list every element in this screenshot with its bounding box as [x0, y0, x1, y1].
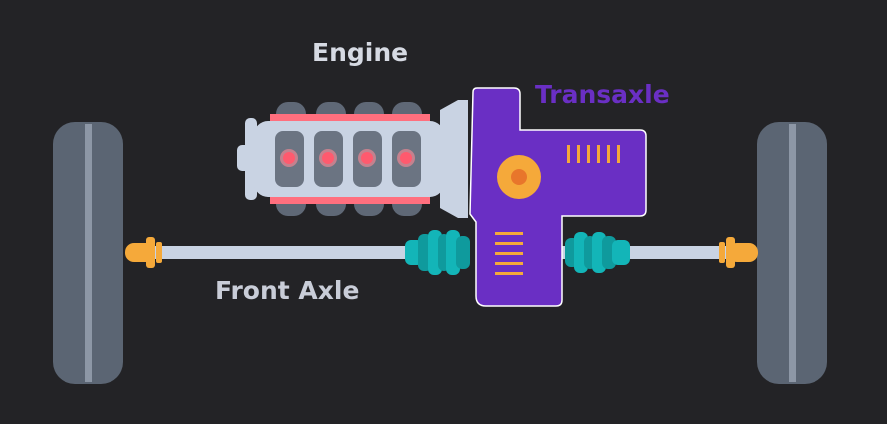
- transaxle-icon: [469, 87, 647, 307]
- right-wheel-icon: [757, 122, 827, 384]
- front-axle-label: Front Axle: [215, 276, 360, 305]
- left-wheel-icon: [53, 122, 123, 384]
- engine-icon: [237, 100, 468, 218]
- engine-label: Engine: [312, 38, 409, 67]
- left-axle-hub-icon: [125, 237, 162, 268]
- right-cv-joint-icon: [565, 232, 630, 273]
- right-axle-hub-icon: [719, 237, 758, 268]
- transaxle-label: Transaxle: [535, 80, 670, 109]
- left-cv-joint-icon: [405, 230, 470, 275]
